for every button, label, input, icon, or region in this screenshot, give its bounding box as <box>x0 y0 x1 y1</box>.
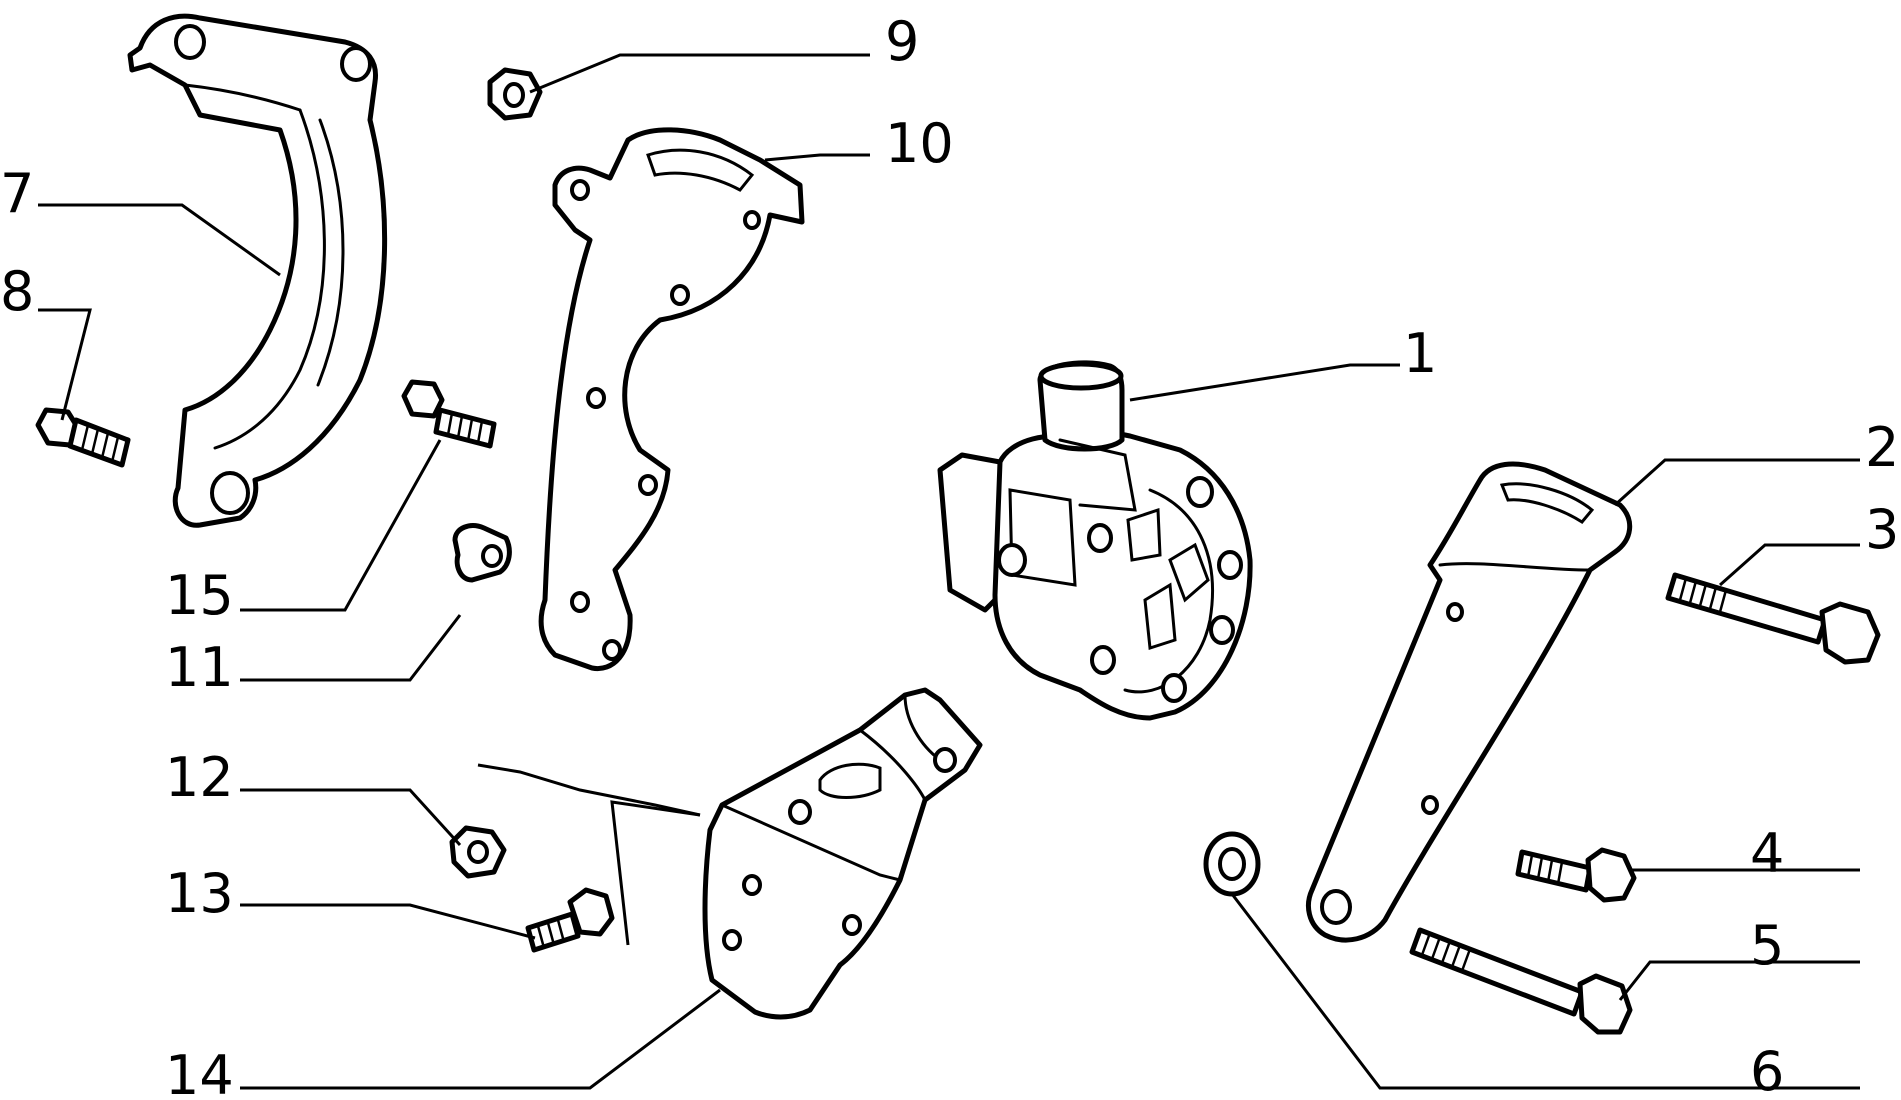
leader-12 <box>240 788 462 847</box>
leader-5 <box>1618 960 1860 1001</box>
callout-5: 5 <box>1750 914 1784 977</box>
callout-labels: 1 2 3 4 5 6 7 8 9 10 11 12 13 14 15 <box>0 10 1899 1100</box>
leader-3 <box>1719 543 1860 587</box>
part-7-curved-bracket <box>127 13 388 528</box>
part-9-nut <box>487 67 543 121</box>
part-1-pump <box>937 360 1253 721</box>
part-4-short-bolt <box>1515 847 1637 903</box>
part-10-mounting-plate <box>538 127 805 672</box>
callout-11: 11 <box>165 636 234 699</box>
leader-14-ref-b <box>610 800 701 946</box>
leader-9 <box>529 53 870 94</box>
callout-10: 10 <box>885 112 954 175</box>
callout-3: 3 <box>1865 498 1899 561</box>
part-6-washer <box>1203 831 1261 897</box>
leader-14 <box>240 988 721 1090</box>
leader-1 <box>1129 363 1400 402</box>
part-12-nut <box>449 825 507 879</box>
callout-14: 14 <box>165 1044 234 1100</box>
callout-1: 1 <box>1403 322 1437 385</box>
part-3-long-bolt <box>1665 572 1881 665</box>
leader-11 <box>240 614 462 682</box>
leader-8 <box>38 308 92 421</box>
callout-13: 13 <box>165 862 234 925</box>
leader-2 <box>1613 458 1860 507</box>
part-2-tapered-arm <box>1306 461 1632 943</box>
part-15-bolt <box>401 379 497 449</box>
part-14-support-bracket <box>702 687 983 1020</box>
callout-6: 6 <box>1750 1040 1784 1100</box>
callout-9: 9 <box>885 10 919 73</box>
part-13-bolt <box>525 887 615 953</box>
leader-10 <box>764 153 870 162</box>
callout-8: 8 <box>0 260 34 323</box>
callout-15: 15 <box>165 564 234 627</box>
part-5-long-bolt <box>1409 927 1633 1035</box>
callout-12: 12 <box>165 746 234 809</box>
part-11-spacer-clip <box>452 523 512 583</box>
leader-13 <box>240 903 536 940</box>
leader-7 <box>38 203 281 277</box>
leader-6 <box>1230 893 1860 1090</box>
leader-15 <box>240 439 442 612</box>
callout-2: 2 <box>1865 416 1899 479</box>
leader-lines <box>38 53 1860 1090</box>
callout-4: 4 <box>1750 822 1784 885</box>
callout-7: 7 <box>0 162 34 225</box>
part-8-bolt <box>35 407 131 468</box>
leader-14-ref-a <box>477 763 701 817</box>
